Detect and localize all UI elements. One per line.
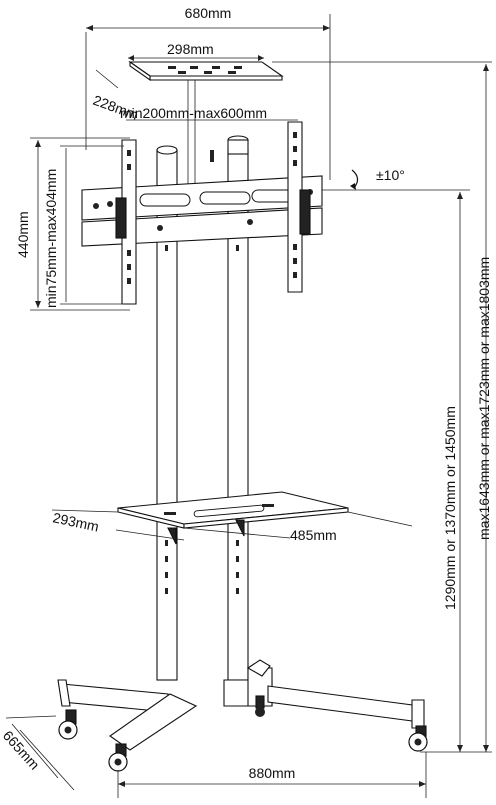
label-bracket-height: 440mm (15, 211, 31, 258)
label-shelf-depth: 293mm (51, 509, 100, 534)
dimension-bracket-height: 440mm (15, 137, 130, 311)
dimension-overall-height: max1643mm or max1723mm or max1803mm (272, 61, 492, 753)
label-vesa-horizontal: min200mm-max600mm (120, 105, 267, 121)
dimension-top-shelf-width: 298mm (128, 41, 264, 61)
dimension-mount-height: 1290mm or 1370mm or 1450mm (322, 189, 470, 752)
stand-poles (156, 135, 249, 681)
label-overall-width: 680mm (185, 5, 232, 21)
label-base-depth: 665mm (0, 727, 43, 772)
label-base-width: 880mm (249, 765, 296, 781)
label-tilt: ±10° (376, 167, 405, 183)
label-top-shelf-width: 298mm (167, 41, 214, 57)
dimension-vesa-horizontal: min200mm-max600mm (120, 105, 298, 121)
top-shelf (128, 60, 284, 190)
dimension-overall-width: 680mm (85, 5, 331, 180)
stand-base (57, 659, 428, 772)
middle-shelf (117, 491, 349, 545)
dimension-base-width: 880mm (117, 752, 427, 798)
dimension-vesa-vertical: min75mm-max404mm (43, 145, 124, 308)
label-shelf-width: 485mm (290, 527, 337, 543)
label-overall-height: max1643mm or max1723mm or max1803mm (476, 257, 492, 540)
tilt-indicator: ±10° (350, 167, 405, 190)
tv-mount-bracket (81, 121, 323, 305)
dimension-shelf-width: 485mm (183, 511, 413, 543)
label-mount-height: 1290mm or 1370mm or 1450mm (442, 406, 458, 610)
label-vesa-vertical: min75mm-max404mm (43, 169, 59, 308)
